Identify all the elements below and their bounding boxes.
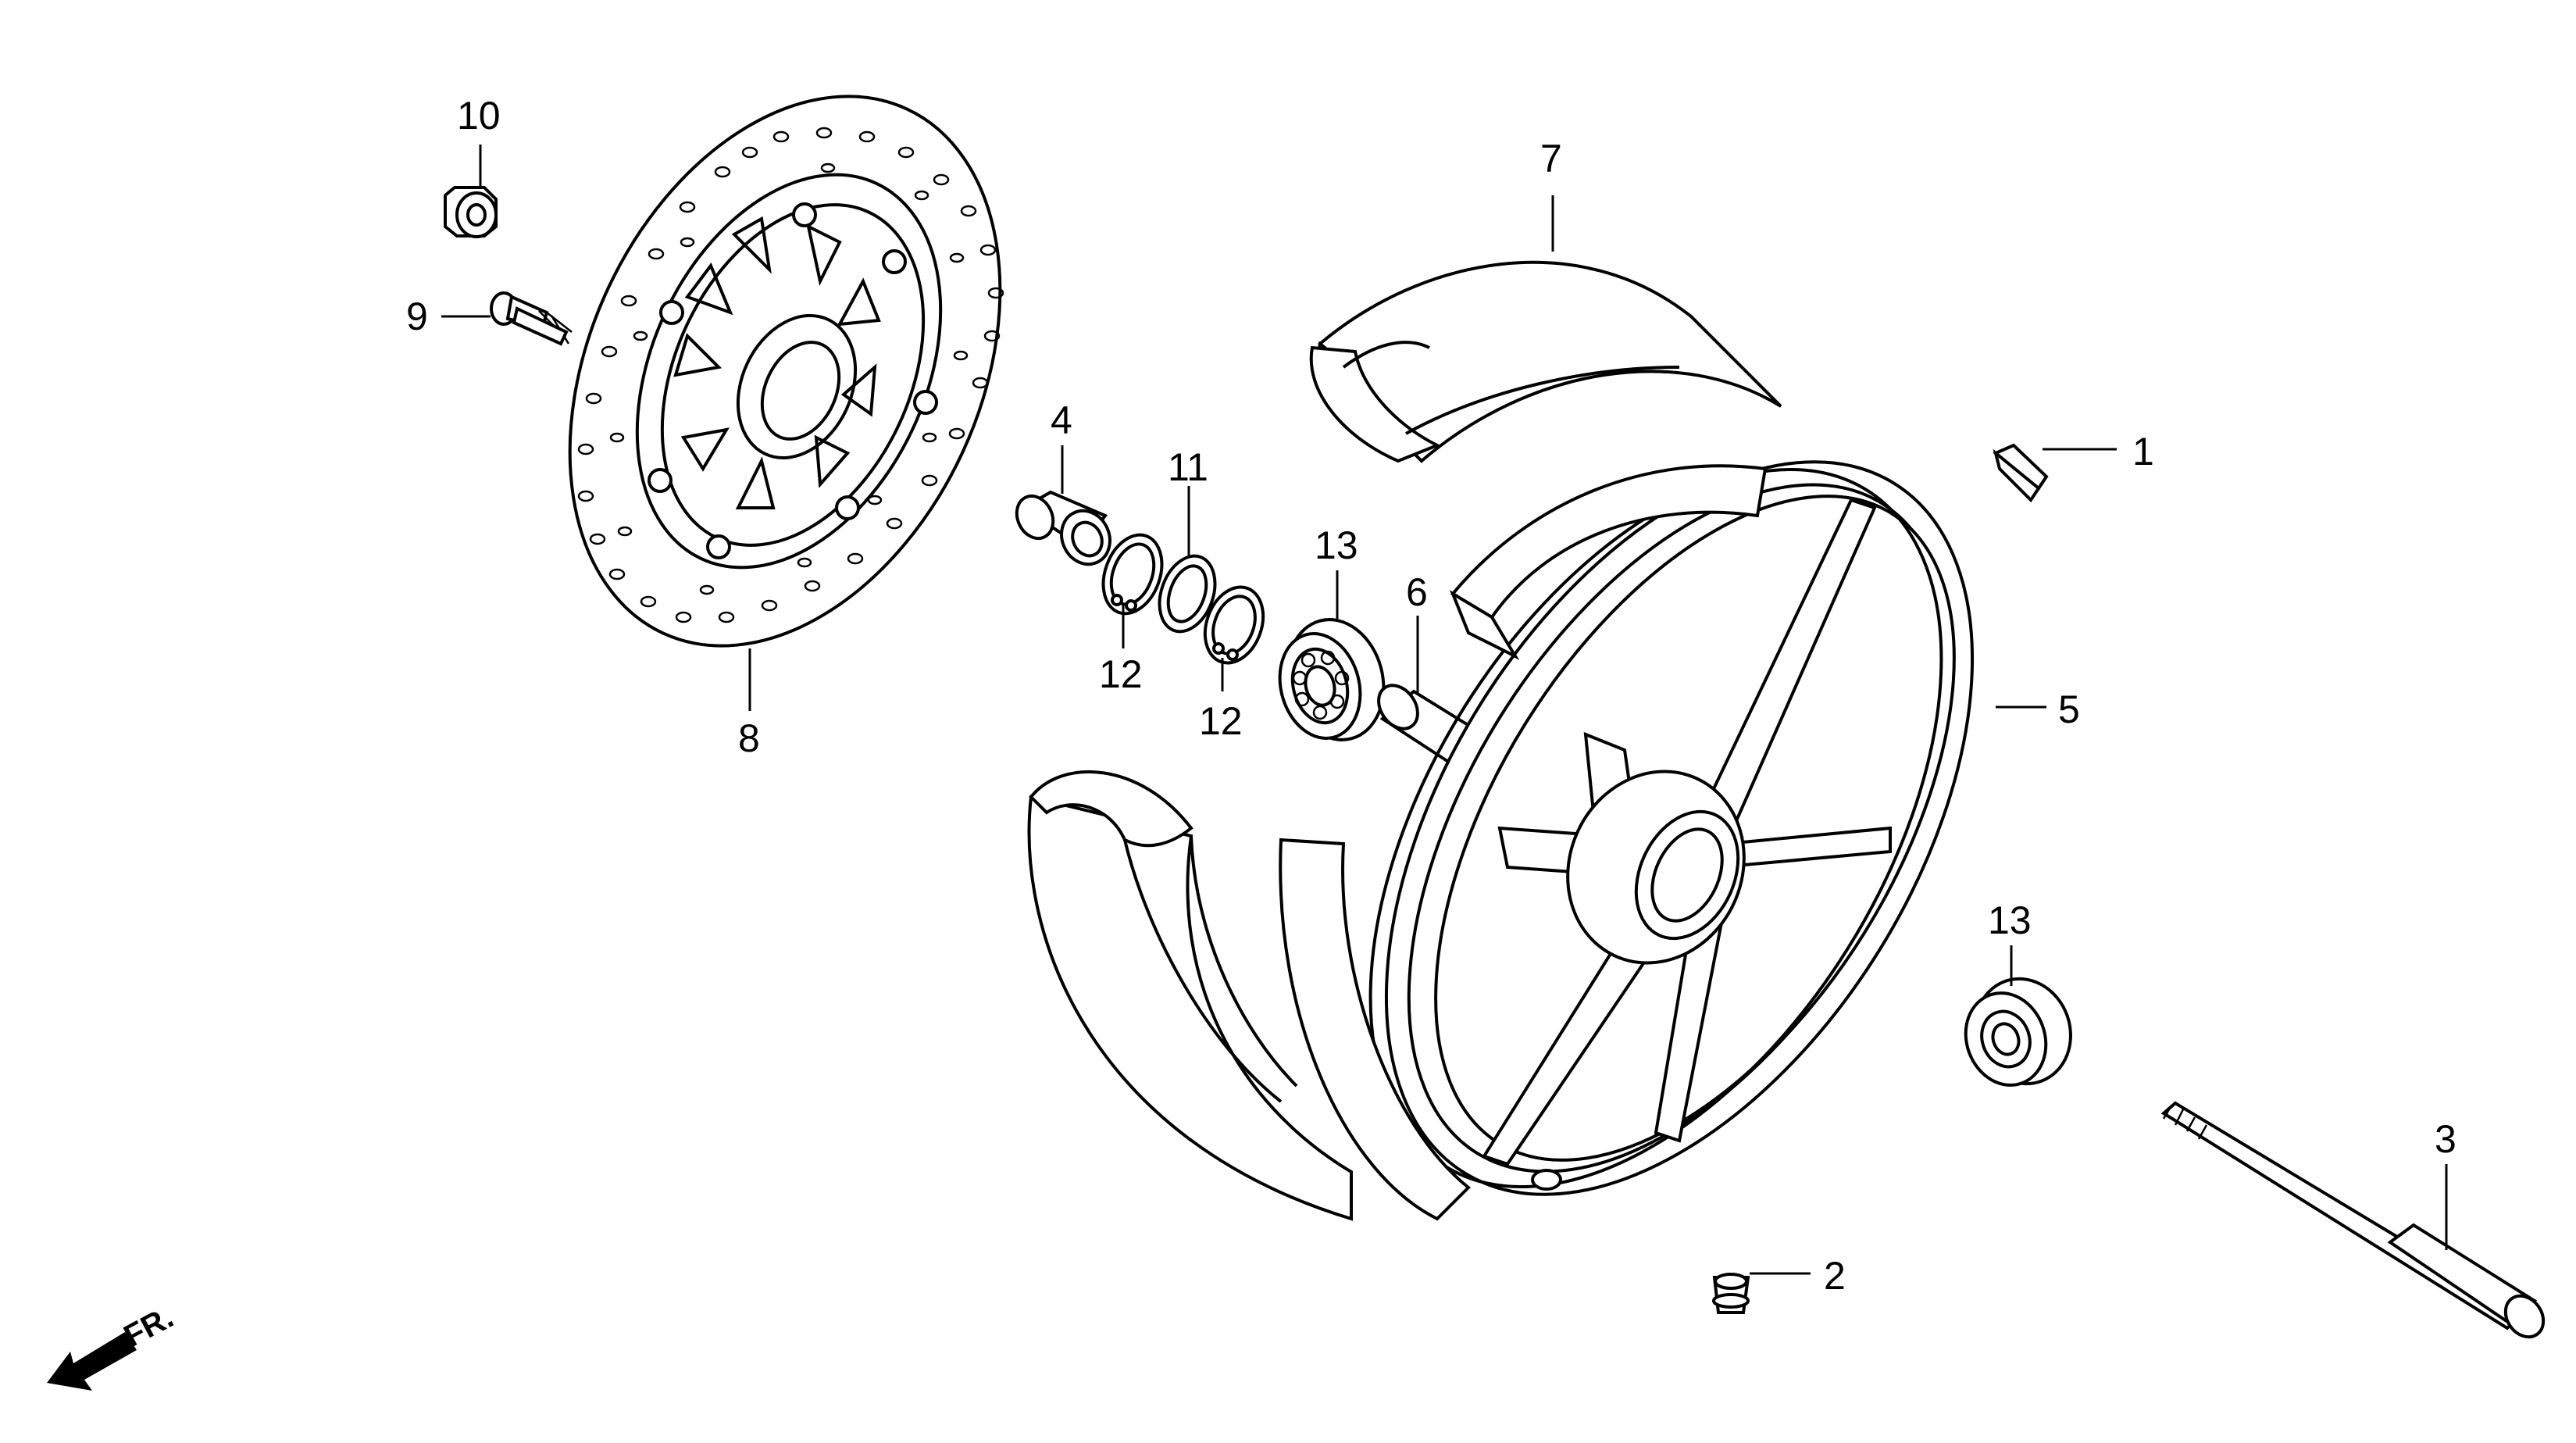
label-part-3: 3	[2435, 1117, 2456, 1161]
side-collar	[1015, 445, 1111, 566]
label-part-4: 4	[1051, 398, 1072, 442]
balance-weight	[1993, 443, 2117, 503]
label-part-5: 5	[2058, 688, 2080, 731]
dust-seal-ring	[1158, 486, 1217, 634]
label-part-2: 2	[1824, 1254, 1846, 1298]
label-part-1: 1	[2132, 430, 2154, 473]
front-axle	[2160, 1101, 2546, 1339]
label-part-7: 7	[1540, 137, 1562, 180]
label-part-9: 9	[406, 295, 428, 338]
front-arrow-icon	[47, 1332, 137, 1391]
nut	[444, 145, 498, 238]
label-part-12-left: 12	[1099, 652, 1143, 696]
brake-disc	[568, 95, 1004, 711]
label-part-10: 10	[457, 94, 501, 138]
tire-valve	[1712, 1272, 1811, 1314]
label-part-13-right: 13	[1988, 898, 2032, 942]
tire-lower-section	[1027, 770, 1353, 1221]
circlip-left	[1101, 533, 1164, 648]
tire-upper-section	[1309, 195, 1782, 463]
label-part-6: 6	[1406, 570, 1428, 614]
circlip-right	[1203, 585, 1265, 691]
label-part-12-right: 12	[1199, 699, 1243, 743]
front-wheel	[1279, 460, 2046, 1221]
radial-bearing-right	[1964, 945, 2072, 1087]
bolt	[441, 291, 573, 346]
label-part-11: 11	[1168, 445, 1208, 489]
radial-bearing-left	[1278, 570, 1386, 741]
label-part-8: 8	[738, 716, 760, 760]
label-part-13-left: 13	[1315, 523, 1358, 567]
